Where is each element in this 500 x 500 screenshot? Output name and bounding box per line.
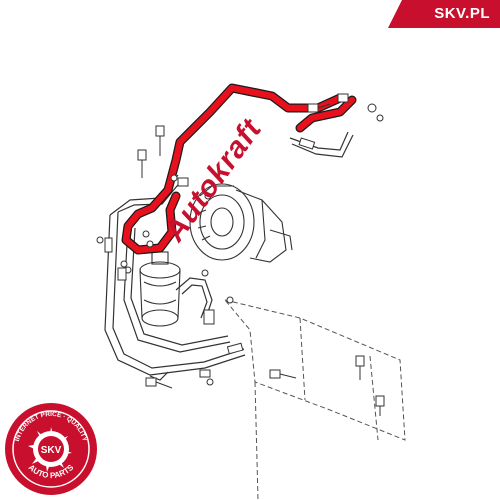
bolt-left (137, 149, 147, 178)
o-ring-10 (201, 269, 209, 277)
o-ring-5 (146, 240, 154, 248)
o-ring-4 (142, 230, 150, 238)
brand-banner[interactable]: SKV.PL (388, 0, 500, 28)
hose-fittings (104, 93, 349, 378)
brand-banner-text: SKV.PL (434, 5, 490, 22)
o-ring-11 (206, 378, 214, 386)
seal-inner-line (12, 410, 90, 488)
bolt-lower-right (355, 355, 365, 380)
compressor (189, 183, 293, 263)
o-ring-1 (367, 103, 377, 113)
bolt-top-right (307, 103, 331, 113)
skv-auto-parts-seal: SKV INTERNET PRICE · QUALITY AUTO PARTS (5, 403, 97, 495)
hose-lines (104, 131, 354, 381)
highlighted-hose (121, 83, 357, 255)
bolt-corner (375, 395, 385, 416)
seal-center (38, 436, 64, 462)
bolt-bottom-left (145, 377, 173, 389)
o-ring-12 (96, 236, 104, 244)
nut-center (203, 309, 215, 325)
o-ring-6 (204, 192, 212, 200)
o-ring-2 (376, 114, 384, 122)
condenser-frame (223, 299, 406, 500)
seal-center-text: SKV (41, 445, 62, 456)
fasteners (96, 103, 385, 416)
receiver-drier (139, 251, 181, 327)
o-ring-3 (226, 296, 234, 304)
bolt-bottom-right (269, 369, 297, 379)
bolt-top-left (155, 125, 165, 156)
o-ring-8 (120, 260, 128, 268)
o-ring-7 (170, 174, 178, 182)
